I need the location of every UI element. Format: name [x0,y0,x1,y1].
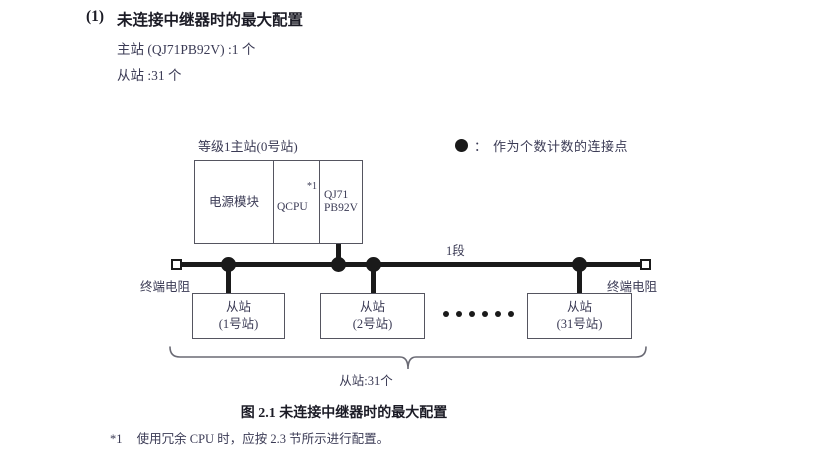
ellipsis-dot [508,311,514,317]
ellipsis-dot [456,311,462,317]
rack-cell-master-module: QJ71 PB92V [320,161,362,243]
drop-stub-slave-31 [577,264,582,293]
rack-cell-power-unit: 电源模块 [195,161,274,243]
slave-station-box: 从站 (1号站) [192,293,285,339]
drop-stub-master [336,244,341,264]
slave-station-number: (2号站) [352,317,393,331]
slave-count-brace [169,346,647,370]
bus-trunk-line [177,262,645,267]
terminator-icon-right [640,259,651,270]
slave-count-label: 从站:31个 [339,374,393,388]
figure-caption: 图 2.1 未连接中继器时的最大配置 [240,406,448,421]
slave-station-box: 从站 (2号站) [320,293,425,339]
terminator-label-right: 终端电阻 [607,280,658,294]
module-name-line1: QJ71 [324,188,349,201]
master-station-label: 等级1主站(0号站) [198,139,298,154]
rack-cpu-label: QCPU [277,201,308,214]
page-title: 未连接中继器时的最大配置 [117,12,304,29]
footnote-text: 使用冗余 CPU 时，应按 2.3 节所示进行配置。 [136,432,390,446]
drop-stub-slave-1 [226,264,231,293]
terminator-icon-left [171,259,182,270]
terminator-label-left: 终端电阻 [140,280,191,294]
master-rack: 电源模块 QCPU *1 QJ71 PB92V [194,160,363,244]
slave-name: 从站 [225,300,251,315]
ellipsis-dot [495,311,501,317]
legend-label: 作为个数计数的连接点 [493,139,629,154]
legend-colon: ： [474,139,488,154]
slave-station-box: 从站 (31号站) [527,293,632,339]
spec-slave-line: 从站 :31 个 [117,68,182,83]
rack-cell-cpu: QCPU *1 [274,161,320,243]
module-name-line2: PB92V [324,202,358,214]
filled-circle-icon [455,139,468,152]
footnote: *1 使用冗余 CPU 时，应按 2.3 节所示进行配置。 [110,428,389,447]
ellipsis-dots-icon [443,311,514,317]
slave-name: 从站 [566,300,592,315]
spec-master-line: 主站 (QJ71PB92V) :1 个 [117,42,256,57]
heading-number: (1) [86,8,105,25]
drop-stub-slave-2 [371,264,376,293]
ellipsis-dot [482,311,488,317]
legend: ： 作为个数计数的连接点 [455,136,628,155]
ellipsis-dot [443,311,449,317]
slave-name: 从站 [359,300,385,315]
slave-station-number: (31号站) [556,317,603,331]
connection-point-dot [331,257,346,272]
slave-station-number: (1号站) [218,317,259,331]
footnote-marker: *1 [307,181,317,192]
ellipsis-dot [469,311,475,317]
footnote-marker: *1 [110,432,123,446]
segment-label: 1段 [446,244,465,258]
